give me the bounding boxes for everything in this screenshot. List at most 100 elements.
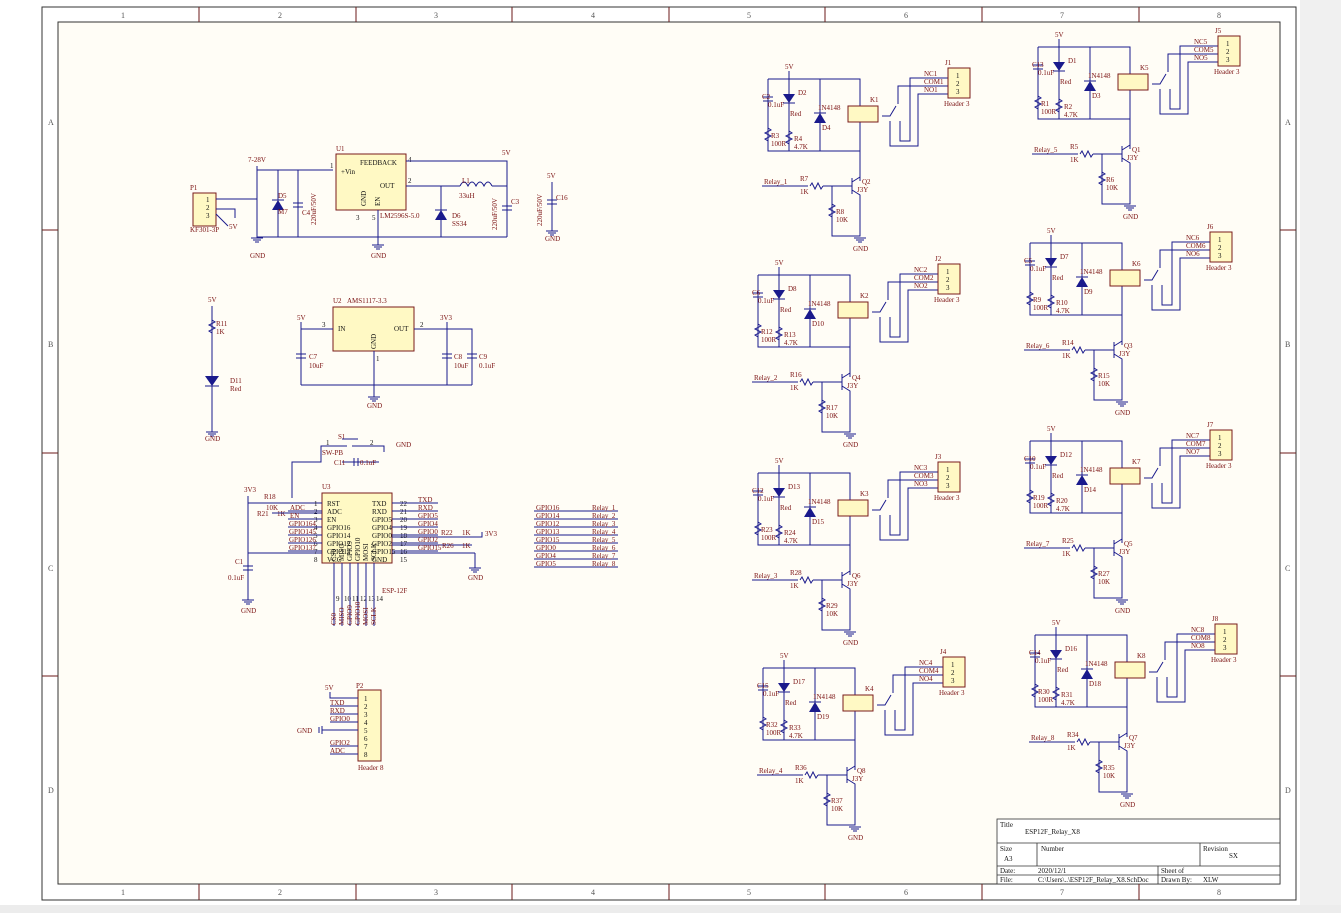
u2-3v3-net: 3V3: [440, 314, 453, 322]
row-label-right: C: [1285, 564, 1290, 573]
relay-com-net: COM7: [1186, 440, 1206, 448]
relay-flyback-value: 1N4148: [1088, 72, 1111, 80]
relay-net: Relay_6: [1026, 342, 1050, 350]
ground-icon: [242, 599, 254, 605]
u3-right-pin: GPIO5: [372, 516, 392, 524]
u3-left-pin-number: 5: [314, 532, 318, 540]
relay-ref: K4: [865, 685, 874, 693]
d6-diode-icon: [435, 210, 447, 220]
relay-base-resistor-value: 1K: [1062, 550, 1071, 558]
relay-pull-resistor-icon: [779, 719, 789, 734]
u3-left-pin-number: 6: [314, 540, 318, 548]
c11-ref: C11: [334, 459, 346, 467]
relay-led-resistor-icon: [1030, 683, 1040, 698]
relay-no-net: NO1: [924, 86, 938, 94]
u1-pin-4: 4: [408, 156, 412, 164]
relay-led-resistor-value: 100R: [771, 140, 787, 148]
relay-transistor-value: J3Y: [1119, 350, 1130, 358]
map-relay-net: Relay_2: [592, 512, 616, 520]
relay-bias-resistor-icon: [817, 399, 827, 414]
p2-pin-number: 3: [364, 711, 368, 719]
relay-bias-resistor-icon: [817, 597, 827, 612]
relay-connector-pin-number: 3: [1218, 252, 1222, 260]
u3-right-pin-number: 16: [400, 548, 408, 556]
relay-coil-icon: [1114, 661, 1146, 679]
relay-pull-resistor-value: 4.7K: [1064, 111, 1078, 119]
relay-bias-resistor-ref: R15: [1098, 372, 1110, 380]
u1-pin-3: 3: [356, 214, 360, 222]
p1-connector: [192, 192, 217, 227]
u1-pin-2: 2: [408, 177, 412, 185]
relay-led-ref: D12: [1060, 451, 1073, 459]
relay-connector-icon: [1217, 35, 1241, 67]
p1-pin-1: 1: [206, 196, 210, 204]
relay-coil-icon: [842, 694, 874, 712]
relay-base-resistor-ref: R7: [800, 175, 809, 183]
relay-led-ref: D16: [1065, 645, 1078, 653]
p2-pin-number: 5: [364, 727, 368, 735]
relay-transistor-value: J3Y: [852, 775, 863, 783]
relay-base-resistor-icon: [804, 770, 819, 780]
header8-section: P2 Header 8 GND 5V12TXD3RXD4GPIO0567GPIO…: [297, 682, 384, 772]
relay-connector-pin-number: 2: [951, 669, 955, 677]
relay-flyback-diode-icon: [1076, 475, 1088, 485]
relay-led-ref: D2: [798, 89, 807, 97]
relay-channel-3: 5VC120.1uFD13RedR23100RR244.7K1N4148D15K…: [752, 453, 961, 647]
s1-pin-1: 1: [326, 439, 330, 447]
relay-cap-value: 0.1uF: [768, 101, 784, 109]
relay-connector-part: Header 3: [934, 494, 960, 502]
relay-transistor-ref: Q1: [1132, 146, 1141, 154]
map-relay-net: Relay_7: [592, 552, 616, 560]
relay-transistor-value: J3Y: [1124, 742, 1135, 750]
u1-pin-out: OUT: [380, 182, 395, 190]
gnd-label: GND: [367, 402, 382, 410]
relay-ref: K6: [1132, 260, 1141, 268]
relay-no-net: NO2: [914, 282, 928, 290]
relay-led-ref: D1: [1068, 57, 1077, 65]
u3-left-pin: GPIO12: [327, 540, 351, 548]
u3-bottom-pin-number: 13: [368, 595, 376, 603]
map-relay-net: Relay_6: [592, 544, 616, 552]
relay-channel-8: 5VC140.1uFD16RedR30100RR314.7K1N4148D18K…: [1029, 615, 1238, 809]
relay-cap-ref: C13: [1032, 61, 1044, 69]
relay-bias-resistor-icon: [1094, 759, 1104, 774]
ground-icon: [368, 396, 380, 402]
relay-transistor-ref: Q7: [1129, 734, 1138, 742]
relay-flyback-ref: D19: [817, 713, 830, 721]
d11-ref: D11: [230, 377, 242, 385]
relay-net: Relay_4: [759, 767, 783, 775]
relay-led-resistor-icon: [753, 521, 763, 536]
relay-nc-net: NC4: [919, 659, 933, 667]
row-label-left: B: [48, 340, 53, 349]
relay-transistor-value: J3Y: [847, 580, 858, 588]
column-label-bottom: 8: [1217, 888, 1221, 897]
relay-cap-value: 0.1uF: [763, 690, 779, 698]
u3-left-pin-number: 3: [314, 516, 318, 524]
relay-base-resistor-ref: R14: [1062, 339, 1074, 347]
relay-flyback-ref: D10: [812, 320, 825, 328]
relay-pull-resistor-ref: R13: [784, 331, 796, 339]
relay-led-resistor-ref: R12: [761, 328, 773, 336]
ground-icon: [469, 567, 481, 573]
relay-pull-resistor-value: 4.7K: [794, 143, 808, 151]
column-label-top: 2: [278, 11, 282, 20]
c16-5v-net: 5V: [547, 172, 556, 180]
u1-pin-5: 5: [372, 214, 376, 222]
r22-3v3-net: 3V3: [485, 530, 498, 538]
relay-flyback-diode-icon: [804, 309, 816, 319]
relay-no-net: NO6: [1186, 250, 1200, 258]
u2-pin-in: IN: [338, 325, 345, 333]
relay-pull-resistor-ref: R33: [789, 724, 801, 732]
file-label: File:: [1000, 876, 1013, 884]
r22-value: 1K: [462, 529, 471, 537]
relay-cap-value: 0.1uF: [758, 495, 774, 503]
ldo-section: U2 AMS1117-3.3 IN OUT GND 3 2 1 5V 3V3 C…: [296, 297, 495, 397]
relay-connector-pin-number: 3: [951, 677, 955, 685]
relay-gnd-label: GND: [853, 245, 868, 253]
relay-base-resistor-value: 1K: [1070, 156, 1079, 164]
relay-cap-value: 0.1uF: [1035, 657, 1051, 665]
relay-led-resistor-value: 100R: [1038, 696, 1054, 704]
p2-pin-number: 6: [364, 735, 368, 743]
